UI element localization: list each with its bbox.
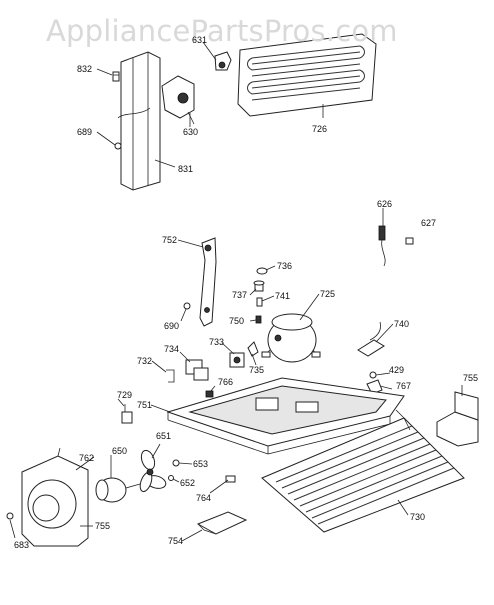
harness-740: [357, 321, 385, 357]
label-736: 736: [277, 261, 293, 271]
overload-734: [185, 359, 209, 381]
condenser-726: [237, 33, 377, 118]
bracket-752: [199, 237, 217, 327]
drip-tray-754: [196, 511, 248, 535]
clip-652: [168, 475, 174, 481]
fan-blade-651: [139, 449, 167, 493]
leader-lines: [9, 41, 463, 542]
label-627: 627: [421, 218, 437, 228]
clip-764: [225, 475, 236, 483]
clip-766: [205, 390, 214, 398]
label-762: 762: [79, 453, 95, 463]
label-755-right: 755: [463, 373, 479, 383]
label-630: 630: [183, 127, 199, 137]
relay-733: [229, 352, 245, 368]
clip-750: [255, 315, 262, 324]
label-735: 735: [249, 365, 265, 375]
fan-motor-650: [95, 477, 141, 503]
label-729: 729: [117, 390, 133, 400]
part-729: [121, 404, 133, 424]
label-832: 832: [77, 64, 93, 74]
label-732: 732: [137, 356, 153, 366]
label-725: 725: [320, 289, 336, 299]
label-767: 767: [396, 381, 412, 391]
label-652: 652: [180, 478, 196, 488]
label-734: 734: [164, 344, 180, 354]
label-750: 750: [229, 316, 245, 326]
label-689: 689: [77, 127, 93, 137]
label-740: 740: [394, 319, 410, 329]
label-755-left: 755: [95, 521, 111, 531]
fitting-741: [256, 297, 263, 307]
nut-653: [172, 459, 180, 467]
label-764: 764: [196, 493, 212, 503]
grommet-736: [256, 267, 268, 275]
label-730: 730: [410, 512, 426, 522]
base-pan-751: [166, 377, 405, 455]
clip-732: [166, 369, 175, 383]
label-650: 650: [112, 446, 128, 456]
label-737: 737: [232, 290, 248, 300]
screw-627: [405, 237, 414, 245]
screw-683: [6, 512, 14, 520]
evaporator-730: [261, 409, 465, 533]
bracket-630: [161, 75, 195, 125]
cover-735: [247, 341, 259, 357]
label-766: 766: [218, 377, 234, 387]
label-733: 733: [209, 337, 225, 347]
label-831: 831: [178, 164, 194, 174]
wire-626: [378, 208, 386, 267]
label-651: 651: [156, 431, 172, 441]
fitting-737: [253, 280, 265, 292]
watermark: AppliancePartsPros.com: [46, 14, 398, 48]
label-683: 683: [14, 540, 30, 550]
compressor-725: [261, 313, 321, 363]
label-429: 429: [389, 365, 405, 375]
label-752: 752: [162, 235, 178, 245]
label-631: 631: [192, 35, 208, 45]
fan-shroud-762: [21, 447, 89, 547]
label-626: 626: [377, 199, 393, 209]
screw-690: [183, 302, 191, 310]
fitting-631: [214, 51, 232, 71]
clip-689: [114, 142, 122, 150]
label-751: 751: [137, 400, 153, 410]
screw-832: [112, 71, 120, 82]
grommet-429: [369, 371, 377, 379]
label-726: 726: [312, 124, 328, 134]
label-754: 754: [168, 536, 184, 546]
bracket-755-right: [436, 391, 479, 447]
channel-831: [117, 51, 176, 191]
label-690: 690: [164, 321, 180, 331]
label-653: 653: [193, 459, 209, 469]
label-741: 741: [275, 291, 291, 301]
